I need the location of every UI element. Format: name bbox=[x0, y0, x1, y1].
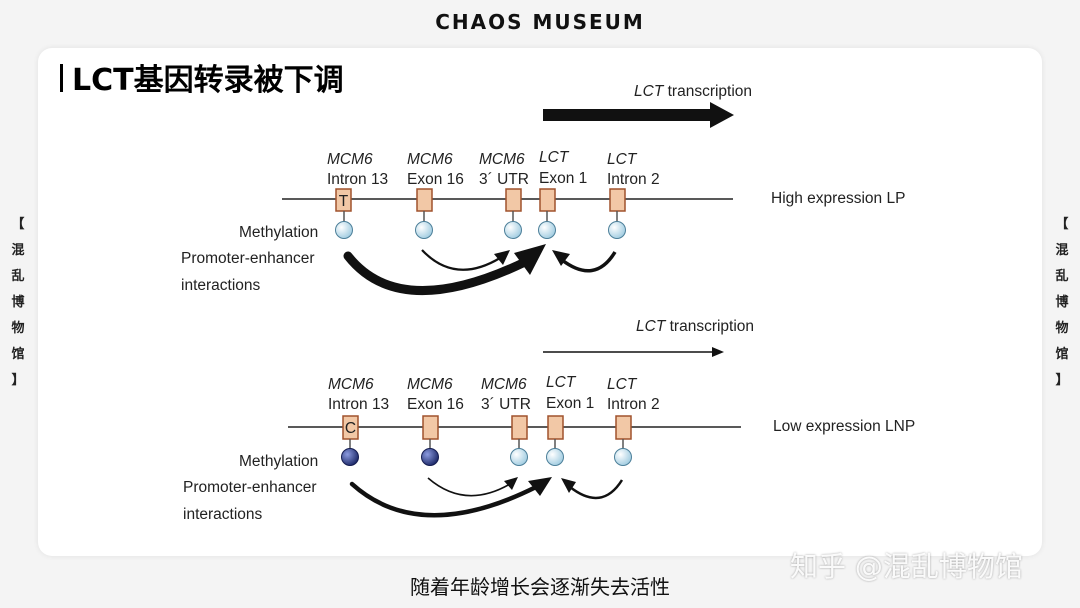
side-label-char: 【 bbox=[11, 217, 25, 232]
gene-region-box bbox=[615, 415, 632, 440]
diagram-card bbox=[38, 48, 1042, 556]
caption: 随着年龄增长会逐渐失去活性 bbox=[410, 575, 670, 599]
side-label-char: 乱 bbox=[11, 269, 25, 284]
side-label-char: 物 bbox=[11, 321, 25, 336]
methylation-site-unmethylated bbox=[510, 448, 528, 466]
legend-promoter-enhancer: Promoter-enhancer bbox=[181, 250, 315, 267]
side-label-char: 乱 bbox=[1055, 269, 1069, 284]
region-name: Intron 13 bbox=[327, 171, 388, 188]
region-gene: MCM6 bbox=[407, 376, 453, 393]
interaction-arrowhead bbox=[552, 250, 570, 266]
methylation-site-unmethylated bbox=[608, 221, 626, 239]
region-gene: LCT bbox=[539, 149, 570, 166]
legend-methylation: Methylation bbox=[239, 224, 318, 241]
region-gene: MCM6 bbox=[407, 151, 453, 168]
snp-letter: T bbox=[339, 193, 349, 210]
region-name: Intron 2 bbox=[607, 171, 660, 188]
legend-methylation: Methylation bbox=[239, 453, 318, 470]
title-bar-mark bbox=[60, 64, 63, 92]
side-label-char: 博 bbox=[11, 295, 25, 310]
side-label-char: 博 bbox=[1055, 295, 1069, 310]
region-gene: MCM6 bbox=[327, 151, 373, 168]
side-label-char: 【 bbox=[1055, 217, 1069, 232]
transcription-arrow-strong bbox=[543, 102, 734, 128]
methylation-site-methylated bbox=[341, 448, 359, 466]
methylation-site-unmethylated bbox=[546, 448, 564, 466]
region-gene: LCT bbox=[607, 151, 638, 168]
side-label-char: 混 bbox=[11, 243, 25, 258]
interaction-arrowhead bbox=[528, 477, 552, 496]
interaction-arrowhead bbox=[514, 244, 546, 275]
interaction-arrowhead bbox=[561, 478, 576, 493]
interaction-arrow-medium bbox=[349, 481, 539, 518]
side-label-char: 馆 bbox=[1055, 347, 1069, 362]
gene-region-box bbox=[505, 188, 522, 212]
interaction-arrow-thin bbox=[427, 477, 511, 497]
region-name: 3´ UTR bbox=[479, 171, 529, 188]
legend-interactions: interactions bbox=[181, 277, 261, 294]
expression-label: High expression LP bbox=[771, 190, 905, 207]
legend-promoter-enhancer: Promoter-enhancer bbox=[183, 479, 317, 496]
interaction-arrow-thin bbox=[421, 249, 501, 271]
region-gene: LCT bbox=[607, 376, 638, 393]
legend-interactions: interactions bbox=[183, 506, 263, 523]
interaction-arrowhead bbox=[504, 477, 518, 490]
side-label-right: 【 混 乱 博 物 馆 】 bbox=[1052, 212, 1072, 394]
transcription-label: LCT transcription bbox=[634, 83, 752, 100]
region-name: 3´ UTR bbox=[481, 396, 531, 413]
methylation-site-unmethylated bbox=[335, 221, 353, 239]
interaction-arrow-medium bbox=[560, 251, 617, 273]
transcription-arrowhead bbox=[712, 347, 724, 357]
side-label-left: 【 混 乱 博 物 馆 】 bbox=[8, 212, 28, 394]
side-label-char: 混 bbox=[1055, 243, 1069, 258]
region-gene: LCT bbox=[546, 374, 577, 391]
interaction-arrowhead bbox=[494, 250, 510, 265]
interaction-arrow-thin bbox=[569, 479, 624, 500]
region-name: Exon 1 bbox=[539, 170, 587, 187]
region-gene: MCM6 bbox=[481, 376, 527, 393]
gene-region-box bbox=[511, 415, 528, 440]
side-label-char: 馆 bbox=[11, 347, 25, 362]
methylation-site-methylated bbox=[421, 448, 439, 466]
side-label-char: 】 bbox=[11, 373, 25, 388]
transcription-label: LCT transcription bbox=[636, 318, 754, 335]
page-title: LCT基因转录被下调 bbox=[72, 63, 344, 98]
region-name: Intron 2 bbox=[607, 396, 660, 413]
region-gene: MCM6 bbox=[328, 376, 374, 393]
expression-label: Low expression LNP bbox=[773, 418, 915, 435]
side-label-char: 物 bbox=[1055, 321, 1069, 336]
gene-region-box bbox=[539, 188, 556, 212]
methylation-site-unmethylated bbox=[415, 221, 433, 239]
brand-title: CHAOS MUSEUM bbox=[435, 10, 645, 34]
panel-low-expression: LCT transcription MCM6 Intron 13 MCM6 Ex… bbox=[183, 318, 915, 523]
interaction-arrow-strong bbox=[343, 251, 530, 296]
region-name: Exon 16 bbox=[407, 171, 464, 188]
methylation-site-unmethylated bbox=[614, 448, 632, 466]
panel-high-expression: LCT transcription MCM6 Intron 13 MCM6 Ex… bbox=[181, 83, 905, 296]
gene-region-box bbox=[422, 415, 439, 440]
methylation-site-unmethylated bbox=[504, 221, 522, 239]
region-name: Intron 13 bbox=[328, 396, 389, 413]
gene-region-box bbox=[416, 188, 433, 212]
region-gene: MCM6 bbox=[479, 151, 525, 168]
region-name: Exon 16 bbox=[407, 396, 464, 413]
region-name: Exon 1 bbox=[546, 395, 594, 412]
snp-letter: C bbox=[345, 420, 356, 437]
side-label-char: 】 bbox=[1055, 373, 1069, 388]
methylation-site-unmethylated bbox=[538, 221, 556, 239]
gene-region-box bbox=[609, 188, 626, 212]
gene-region-box bbox=[547, 415, 564, 440]
watermark: 知乎 @混乱博物馆 bbox=[790, 550, 1023, 583]
